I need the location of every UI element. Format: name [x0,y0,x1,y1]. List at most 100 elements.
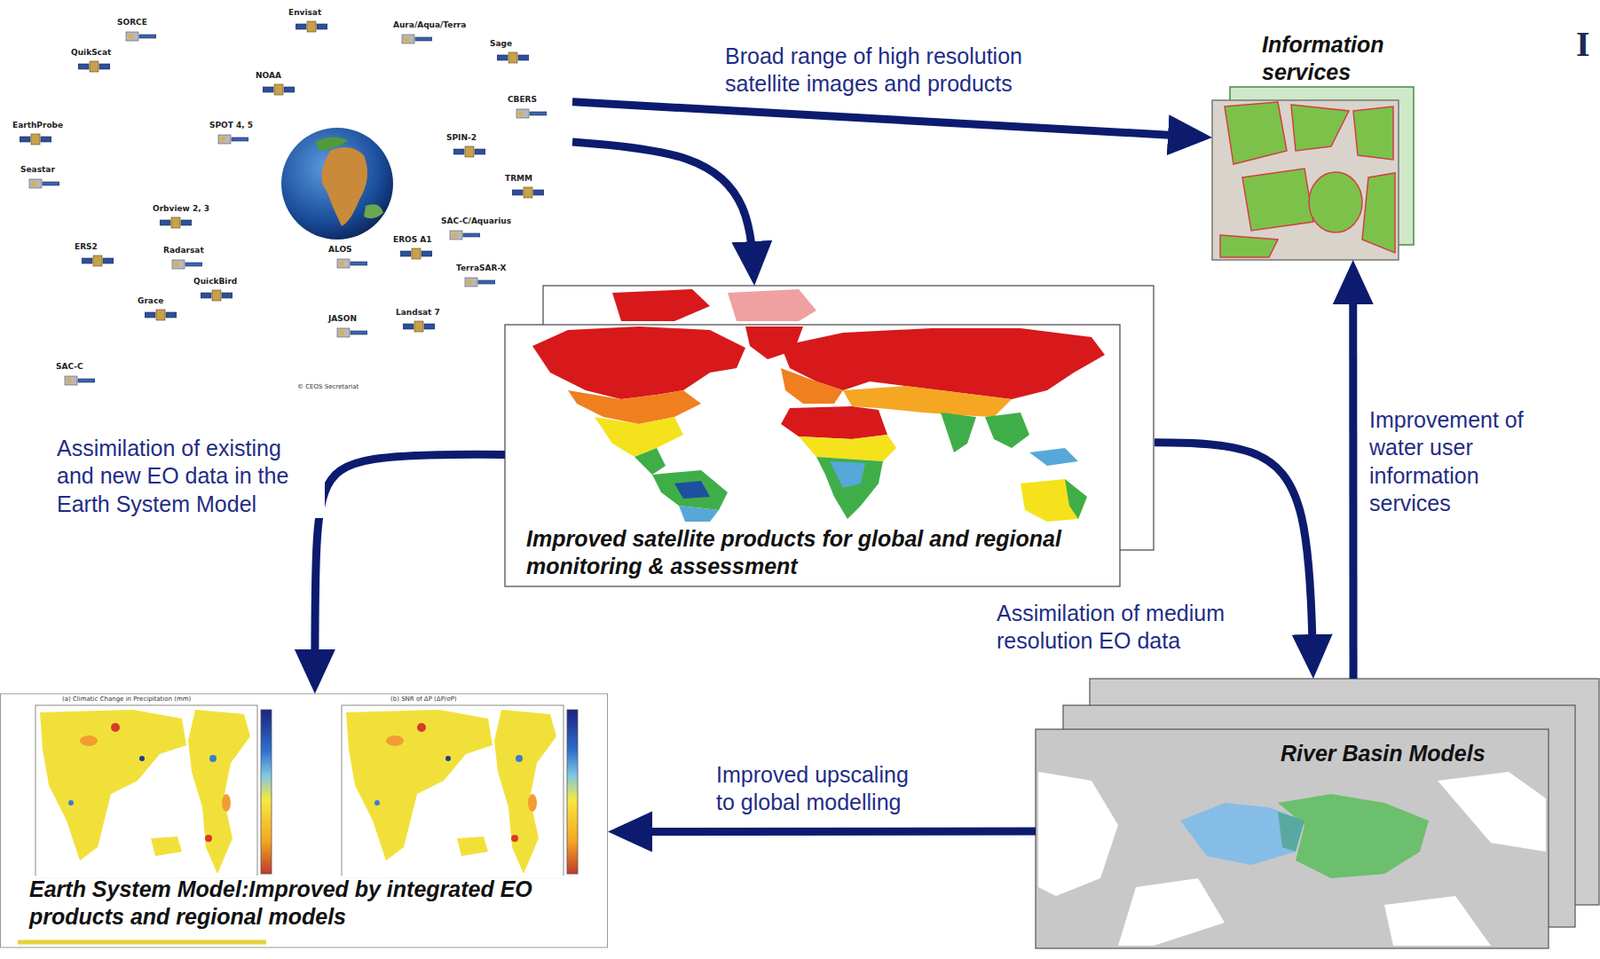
globe-land [321,147,368,227]
satellite-icon [200,290,233,301]
world-map-stack [940,412,977,453]
world-map-stack [829,461,866,489]
river-basin-map-stack [1180,803,1305,866]
satellite-icon [29,179,60,189]
satellite-collage: QuikScatSORCEEnvisatAura/Aqua/TerraSageN… [0,0,573,382]
precipitation-map [341,705,578,879]
satellite-name: SORCE [117,17,148,27]
globe [281,127,394,240]
field-parcel-image [1242,168,1314,231]
field-parcel-image [1224,102,1287,165]
precipitation-map [35,705,272,879]
satellite-icon [453,146,486,158]
satellite-collage [19,21,547,386]
cut-title-letter: I [1576,23,1591,65]
world-map-stack [634,448,666,475]
field-parcel-image [1353,106,1394,160]
flow-label: Improvement of water user information se… [1367,406,1527,518]
river-basin-models-panel: River Basin Models [1035,678,1600,950]
panel-caption: Earth System Model:Improved by integrate… [26,875,600,932]
world-map-stack [612,289,710,322]
satellite-icon [400,248,433,260]
satellite-name: Aura/Aqua/Terra [393,20,466,30]
satellite-icon [295,21,328,32]
world-map-stack [504,285,1154,587]
satellite-name: JASON [328,314,357,324]
panel-heading: River Basin Models [1280,740,1547,768]
world-map-stack [567,390,702,425]
satellite-name: NOAA [255,70,282,80]
satellite-icon [337,328,368,338]
satellite-name: TRMM [504,173,533,183]
world-map-stack [727,289,817,322]
satellite-name: Seastar [20,165,56,174]
flow-label: Improved upscaling to global modelling [714,761,931,818]
satellite-icon [126,31,157,41]
satellite-icon [337,259,368,268]
satellite-name: Grace [137,296,164,306]
earth-system-model-panel [0,693,608,948]
satellite-icon [159,217,192,229]
river-basin-map-stack [1277,811,1305,852]
world-map-stack [1029,448,1079,466]
satellite-icon [512,187,544,198]
satellite-icon [218,134,249,144]
world-map-stack [1020,479,1088,522]
satellite-icon [19,133,52,145]
satellite-products-panel: Improved satellite products for global a… [504,285,1155,588]
globe-land [315,136,348,151]
world-map-stack [674,480,710,499]
satellite-icon [465,277,496,287]
world-map-stack [798,434,897,462]
satellite-icon [78,61,111,72]
satellite-icon [172,260,203,269]
flow-arrow [315,454,505,686]
satellite-icon [144,309,177,321]
information-services-panel: Information services [1212,29,1417,261]
river-basin-map-stack [1035,729,1549,949]
river-basin-map-stack [1437,772,1546,852]
satellite-icon [262,84,295,95]
map-title: (a) Climatic Change in Precipitation (mm… [62,695,191,703]
satellite-icon [496,52,529,64]
satellite-name: Radarsat [163,245,205,255]
field-parcel-image [1212,86,1414,261]
satellite-name: Sage [489,39,513,48]
satellite-name: Landsat 7 [395,307,441,317]
satellite-name: CBERS [507,94,537,104]
field-parcel-image [1220,102,1396,258]
world-map-stack [652,470,728,511]
earth-system-model-panel: Earth System Model:Improved by integrate… [0,693,608,950]
world-map-stack [1064,479,1088,520]
flow-arrow [572,141,755,277]
satellite-icon [401,34,433,44]
map-title: (b) SNR of ΔP (ΔP/σP) [390,695,458,703]
satellite-name: ERS2 [74,242,98,252]
river-basin-map-stack [1277,794,1429,879]
field-parcel-image [1212,100,1399,261]
flow-arrow [1348,268,1357,679]
river-basin-map-stack [1038,772,1119,897]
satellite-icon [64,376,95,386]
flow-arrow [572,102,1204,138]
river-basin-map-stack [1035,678,1600,949]
river-basin-map-stack [1384,896,1491,946]
world-map-stack [816,457,883,520]
satellite-name: Orbview 2, 3 [152,204,210,213]
field-parcel-image [1220,235,1278,258]
satellite-name: Envisat [288,7,322,17]
world-map-stack [532,326,746,400]
world-map-stack [780,406,888,440]
field-parcel-image [1362,173,1396,253]
flow-label: Assimilation of existing and new EO data… [55,434,325,519]
earth-system-model-panel [17,940,267,946]
satellite-name: QuickBird [193,276,237,286]
river-basin-map-stack [1118,878,1225,946]
world-map-stack [504,324,1120,587]
field-parcel-image [1291,104,1349,151]
satellite-name: TerraSAR-X [456,263,506,273]
satellite-name: ALOS [328,244,353,254]
globe-land [363,204,384,219]
satellite-name: EarthProbe [12,120,64,130]
world-map-stack [780,368,844,404]
